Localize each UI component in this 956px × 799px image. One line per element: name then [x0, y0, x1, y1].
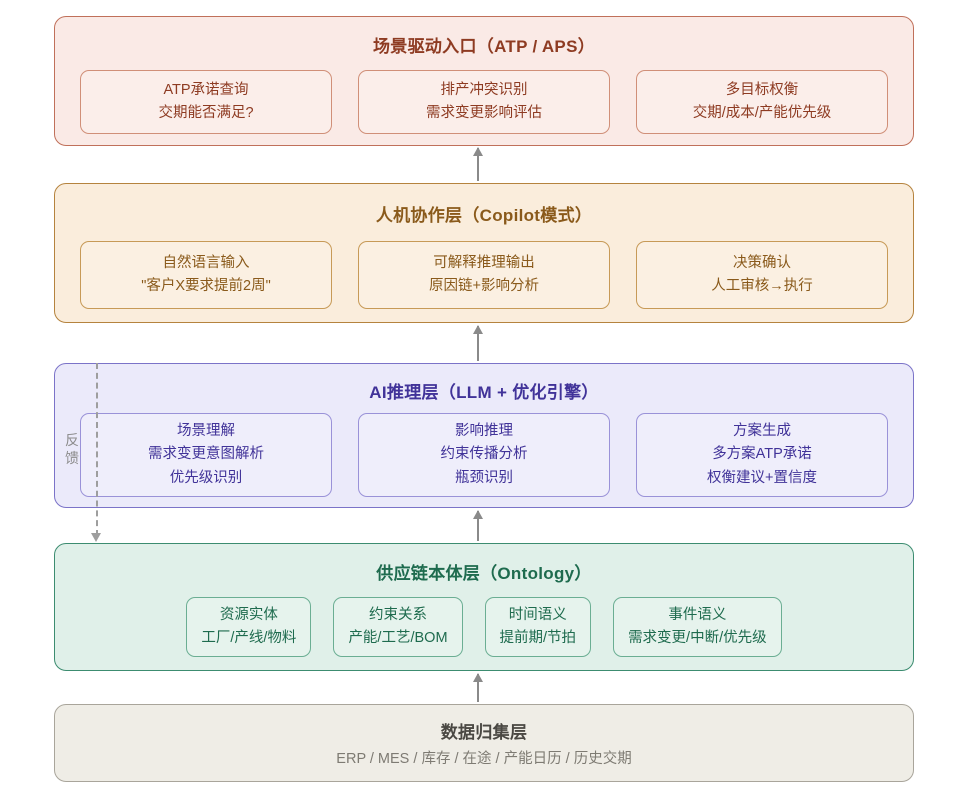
- ontology-cell-constraint-relation[interactable]: 约束关系 产能/工艺/BOM: [333, 597, 463, 657]
- copilot-cell-decision-confirmation[interactable]: 决策确认 人工审核→执行: [636, 241, 888, 309]
- arrow-up-copilot-to-scenario-icon: [473, 147, 483, 181]
- ontology-cell-resource-entity[interactable]: 资源实体 工厂/产线/物料: [186, 597, 312, 657]
- ai-cell-plan-generation[interactable]: 方案生成 多方案ATP承诺 权衡建议+置信度: [636, 413, 888, 497]
- cell-line-2: 需求变更影响评估: [426, 105, 542, 121]
- arrow-up-ai-to-copilot-icon: [473, 325, 483, 361]
- layer-scenario-cells: ATP承诺查询 交期能否满足? 排产冲突识别 需求变更影响评估 多目标权衡 交期…: [55, 70, 913, 134]
- layer-copilot-title: 人机协作层（Copilot模式）: [375, 206, 593, 225]
- cell-line-1: 决策确认: [733, 254, 791, 271]
- cell-line-2: 多方案ATP承诺: [712, 446, 812, 463]
- cell-line-1: 多目标权衡: [725, 81, 799, 98]
- layer-copilot-cells: 自然语言输入 "客户X要求提前2周" 可解释推理输出 原因链+影响分析 决策确认…: [55, 241, 913, 309]
- cell-line-2: "客户X要求提前2周": [141, 278, 271, 294]
- scenario-cell-schedule-conflict[interactable]: 排产冲突识别 需求变更影响评估: [358, 70, 610, 134]
- layer-data-aggregation: 数据归集层 ERP / MES / 库存 / 在途 / 产能日历 / 历史交期: [54, 704, 914, 782]
- feedback-label-char-1: 反: [65, 432, 79, 448]
- layer-ai-title: AI推理层（LLM + 优化引擎）: [369, 383, 599, 402]
- cell-line-2: 原因链+影响分析: [429, 278, 539, 294]
- scenario-cell-atp-promise[interactable]: ATP承诺查询 交期能否满足?: [80, 70, 332, 134]
- feedback-label: 反 馈: [62, 432, 82, 467]
- cell-line-2: 产能/工艺/BOM: [348, 630, 448, 646]
- layer-ai-cells: 场景理解 需求变更意图解析 优先级识别 影响推理 约束传播分析 瓶颈识别 方案生…: [55, 413, 913, 497]
- ontology-cell-event-semantics[interactable]: 事件语义 需求变更/中断/优先级: [613, 597, 782, 657]
- layer-scenario-entry: 场景驱动入口（ATP / APS） ATP承诺查询 交期能否满足? 排产冲突识别…: [54, 16, 914, 146]
- copilot-cell-explainable-output[interactable]: 可解释推理输出 原因链+影响分析: [358, 241, 610, 309]
- ontology-cell-time-semantics[interactable]: 时间语义 提前期/节拍: [484, 597, 592, 657]
- cell-line-1: 方案生成: [733, 422, 791, 439]
- arrow-up-data-to-ontology-icon: [473, 673, 483, 702]
- cell-line-1: 事件语义: [668, 606, 727, 623]
- layer-scenario-title: 场景驱动入口（ATP / APS）: [372, 37, 596, 56]
- layer-copilot: 人机协作层（Copilot模式） 自然语言输入 "客户X要求提前2周" 可解释推…: [54, 183, 914, 323]
- cell-line-3: 权衡建议+置信度: [707, 469, 817, 486]
- cell-line-2: 需求变更意图解析: [148, 446, 264, 463]
- cell-line-3: 瓶颈识别: [455, 469, 513, 486]
- cell-line-2: 约束传播分析: [440, 446, 528, 463]
- cell-line-1: 时间语义: [508, 606, 567, 623]
- cell-line-1: 可解释推理输出: [433, 254, 535, 271]
- layer-ontology-cells: 资源实体 工厂/产线/物料 约束关系 产能/工艺/BOM 时间语义 提前期/节拍…: [55, 597, 913, 657]
- cell-line-2: 工厂/产线/物料: [201, 630, 297, 646]
- layer-data-subtitle: ERP / MES / 库存 / 在途 / 产能日历 / 历史交期: [336, 751, 632, 767]
- ai-cell-impact-reasoning[interactable]: 影响推理 约束传播分析 瓶颈识别: [358, 413, 610, 497]
- cell-line-1: 自然语言输入: [162, 254, 250, 271]
- cell-line-3: 优先级识别: [169, 469, 243, 486]
- cell-line-1: 排产冲突识别: [440, 81, 528, 98]
- cell-line-2: 交期/成本/产能优先级: [692, 105, 832, 121]
- cell-line-2: 提前期/节拍: [499, 630, 577, 646]
- layer-ontology: 供应链本体层（Ontology） 资源实体 工厂/产线/物料 约束关系 产能/工…: [54, 543, 914, 671]
- arrow-up-ontology-to-ai-icon: [473, 510, 483, 541]
- cell-line-1: 资源实体: [219, 606, 278, 623]
- copilot-cell-natural-language-input[interactable]: 自然语言输入 "客户X要求提前2周": [80, 241, 332, 309]
- feedback-label-char-2: 馈: [65, 449, 79, 466]
- cell-line-1: ATP承诺查询: [163, 81, 249, 98]
- layer-ai-reasoning: AI推理层（LLM + 优化引擎） 场景理解 需求变更意图解析 优先级识别 影响…: [54, 363, 914, 508]
- ai-cell-scenario-understanding[interactable]: 场景理解 需求变更意图解析 优先级识别: [80, 413, 332, 497]
- feedback-arrowhead-icon: [91, 533, 101, 542]
- cell-line-1: 影响推理: [455, 422, 513, 439]
- layer-ontology-title: 供应链本体层（Ontology）: [376, 564, 592, 583]
- feedback-dashed-line: [96, 363, 98, 536]
- scenario-cell-multi-objective[interactable]: 多目标权衡 交期/成本/产能优先级: [636, 70, 888, 134]
- cell-line-2: 交期能否满足?: [158, 105, 254, 121]
- layer-data-title: 数据归集层: [440, 723, 528, 742]
- cell-line-1: 约束关系: [368, 606, 427, 623]
- cell-line-2: 需求变更/中断/优先级: [628, 630, 767, 646]
- cell-line-1: 场景理解: [177, 422, 235, 439]
- cell-line-2: 人工审核→执行: [711, 278, 813, 294]
